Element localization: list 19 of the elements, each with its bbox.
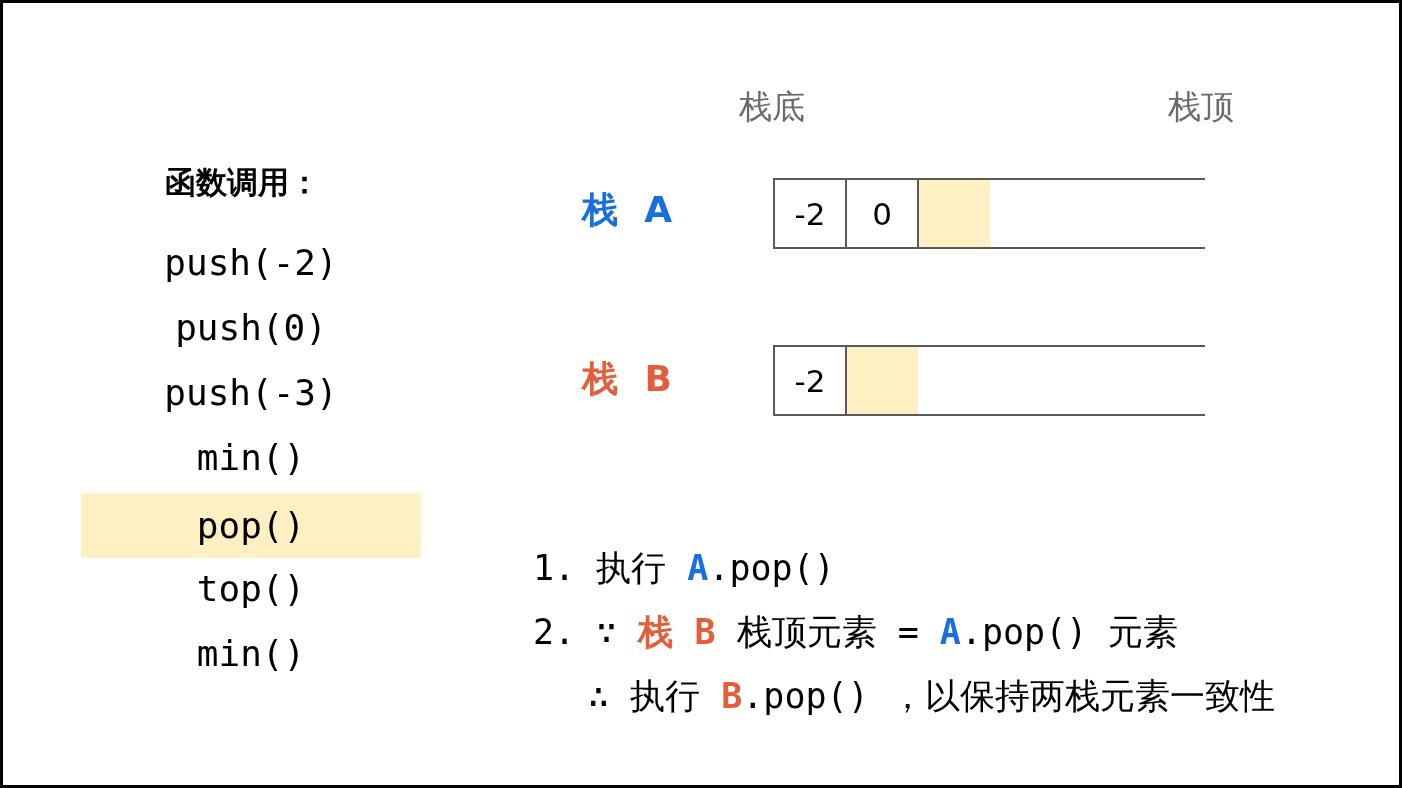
stack-label: 栈 A	[581, 189, 673, 231]
function-call: top()	[196, 568, 306, 610]
function-call: min()	[196, 633, 306, 675]
function-call: push(0)	[175, 307, 327, 349]
list-heading: 函数调用：	[164, 165, 320, 201]
note-line: 1. 执行 A.pop()	[533, 547, 835, 589]
function-call: push(-2)	[164, 242, 338, 284]
function-call: push(-3)	[164, 372, 338, 414]
stack-outline	[773, 178, 1205, 249]
stack-end-label: 栈顶	[1168, 88, 1234, 126]
note-line: 2. ∵ 栈 B 栈顶元素 = A.pop() 元素	[533, 611, 1179, 653]
stack-outline	[773, 345, 1205, 416]
stack-label: 栈 B	[582, 358, 672, 400]
note-line: ∴ 执行 B.pop() ，以保持两栈元素一致性	[588, 675, 1275, 717]
highlighted-slot	[847, 347, 918, 414]
highlighted-slot	[919, 180, 990, 247]
stack-end-label: 栈底	[739, 88, 805, 126]
function-call: min()	[196, 437, 306, 479]
highlight-band: pop()	[81, 493, 421, 558]
